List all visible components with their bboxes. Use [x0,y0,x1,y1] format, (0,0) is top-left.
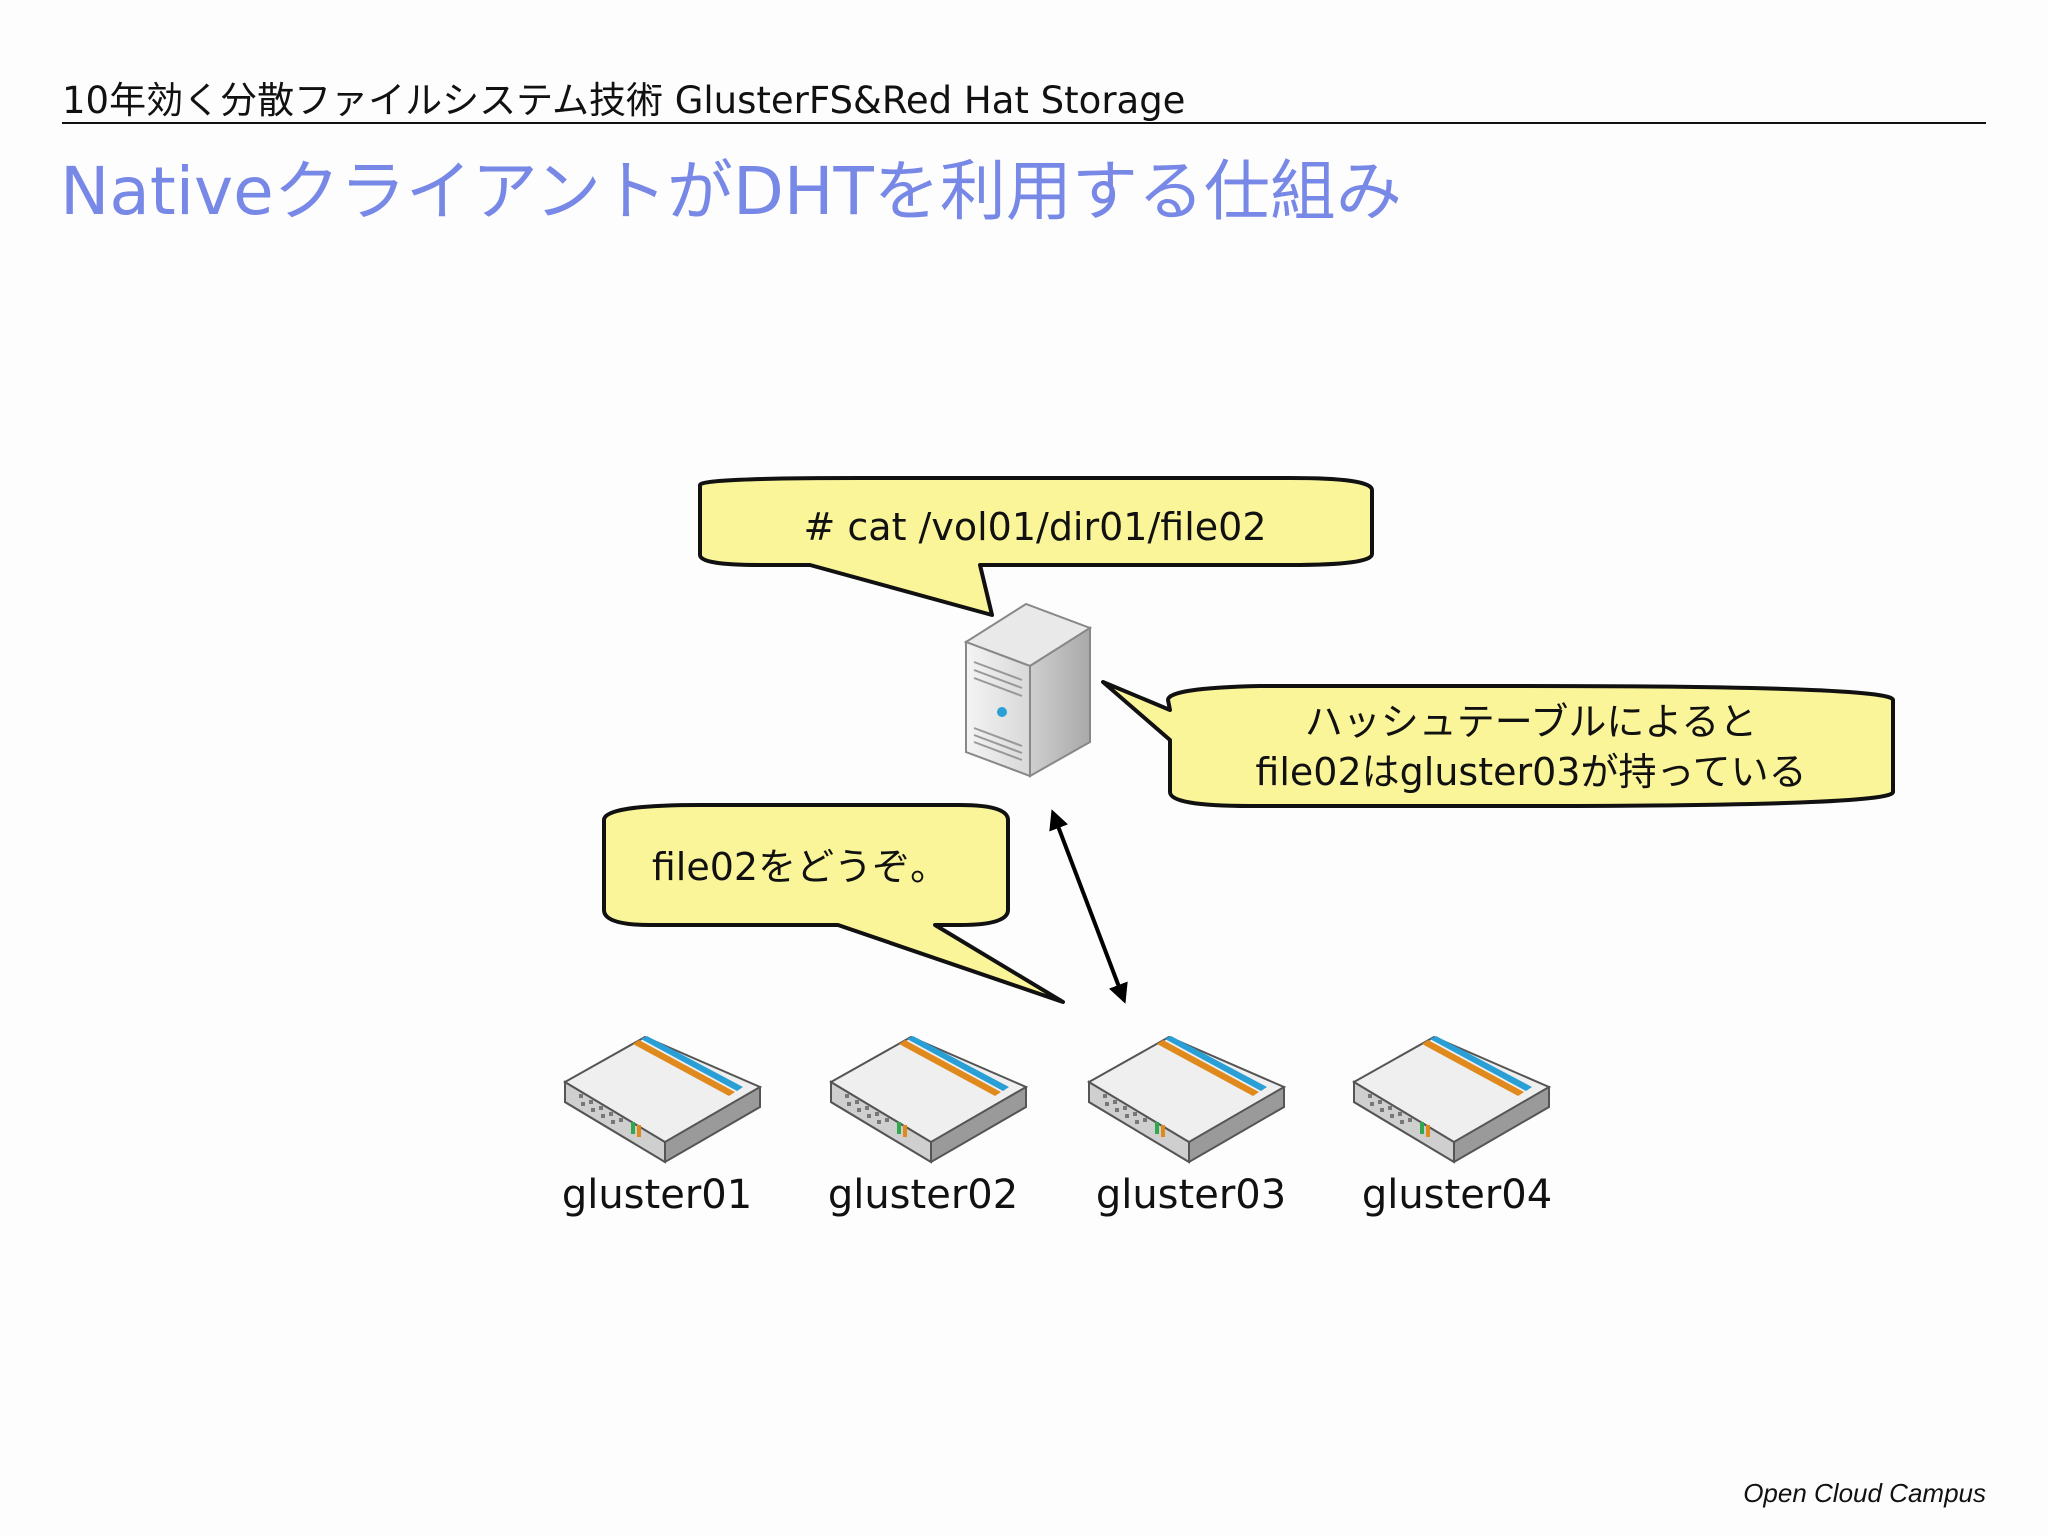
hash-table-bubble: ハッシュテーブルによると file02はgluster03が持っている [1101,680,1895,808]
tower-server-icon [963,602,1093,778]
storage-node-icon [830,1035,1027,1163]
footer-brand: Open Cloud Campus [1743,1478,1986,1508]
command-bubble: # cat /vol01/dir01/file02 [698,476,1374,617]
node-label-1: gluster01 [562,1172,752,1218]
reply-text: file02をどうぞ。 [652,845,948,889]
data-transfer-arrow [1049,809,1128,1004]
storage-node-1: gluster01 [562,1035,761,1218]
header-divider [62,122,1986,124]
hash-text-line-2: file02はgluster03が持っている [1255,750,1806,794]
node-label-3: gluster03 [1096,1172,1286,1218]
storage-node-icon [564,1035,761,1163]
storage-node-icon [1353,1035,1550,1163]
header-text: 10年効く分散ファイルシステム技術 GlusterFS&Red Hat Stor… [62,79,1186,122]
node-label-4: gluster04 [1362,1172,1552,1218]
storage-node-3: gluster03 [1088,1035,1286,1218]
storage-node-2: gluster02 [828,1035,1027,1218]
storage-node-icon [1088,1035,1285,1163]
hash-text-line-1: ハッシュテーブルによると [1305,700,1758,744]
storage-node-4: gluster04 [1353,1035,1552,1218]
command-text: # cat /vol01/dir01/file02 [803,505,1266,549]
slide-title: NativeクライアントがDHTを利用する仕組み [60,153,1402,230]
node-label-2: gluster02 [828,1172,1018,1218]
reply-bubble: file02をどうぞ。 [602,803,1065,1004]
